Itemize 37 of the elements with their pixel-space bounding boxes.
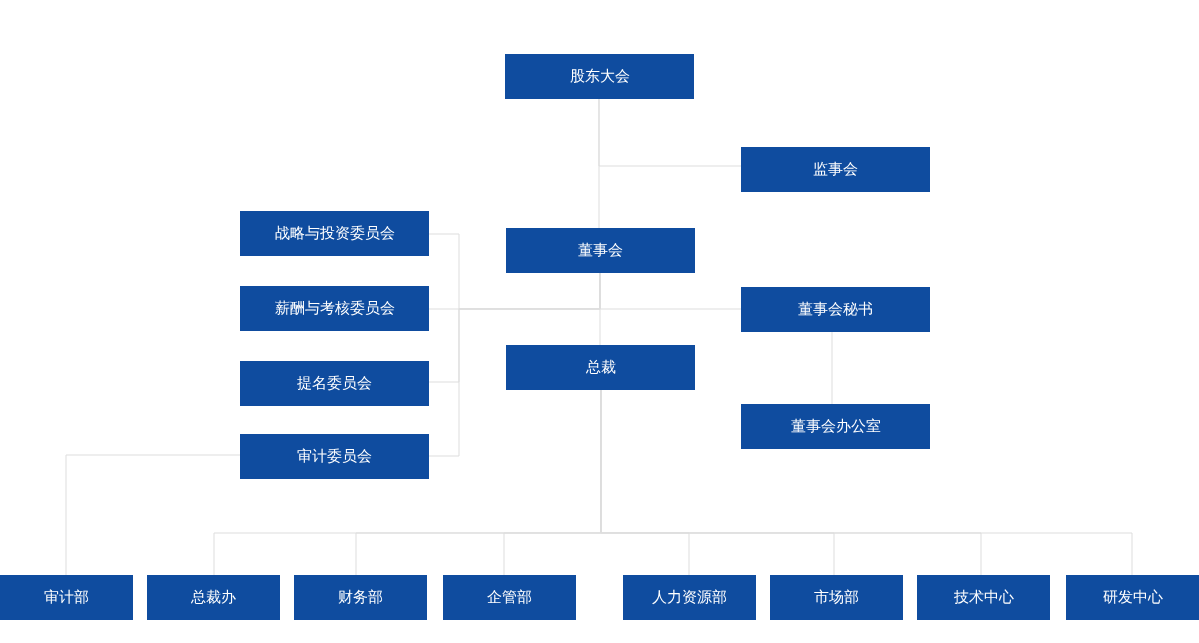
box-label: 股东大会 [569, 67, 630, 86]
box-label: 总裁 [585, 358, 616, 377]
org-box [741, 287, 930, 332]
org-box [240, 434, 429, 479]
org-box [741, 404, 930, 449]
box-label: 董事会办公室 [790, 417, 881, 436]
box-label: 提名委员会 [297, 374, 372, 393]
org-box [741, 147, 930, 192]
box-label: 审计部 [44, 588, 89, 607]
box-label: 审计委员会 [297, 447, 372, 466]
org-box [443, 575, 576, 620]
org-box [240, 211, 429, 256]
org-box [147, 575, 280, 620]
box-label: 薪酬与考核委员会 [274, 299, 395, 318]
box-label: 战略与投资委员会 [274, 224, 395, 243]
org-box [0, 575, 133, 620]
org-box [623, 575, 756, 620]
org-box [505, 54, 694, 99]
box-label: 董事会 [578, 241, 623, 260]
org-box [240, 361, 429, 406]
box-label: 董事会秘书 [798, 300, 873, 319]
box-label: 研发中心 [1102, 588, 1163, 607]
org-box [240, 286, 429, 331]
org-box [294, 575, 427, 620]
box-label: 企管部 [487, 588, 532, 607]
box-label: 技术中心 [953, 588, 1014, 607]
org-box [1066, 575, 1199, 620]
box-label: 总裁办 [191, 588, 236, 607]
org-box [770, 575, 903, 620]
org-box [506, 345, 695, 390]
org-box [917, 575, 1050, 620]
box-label: 市场部 [814, 588, 859, 607]
box-label: 人力资源部 [652, 588, 727, 607]
org-box [506, 228, 695, 273]
box-label: 财务部 [338, 588, 383, 607]
box-label: 监事会 [813, 160, 858, 179]
connector-line [65, 454, 241, 576]
